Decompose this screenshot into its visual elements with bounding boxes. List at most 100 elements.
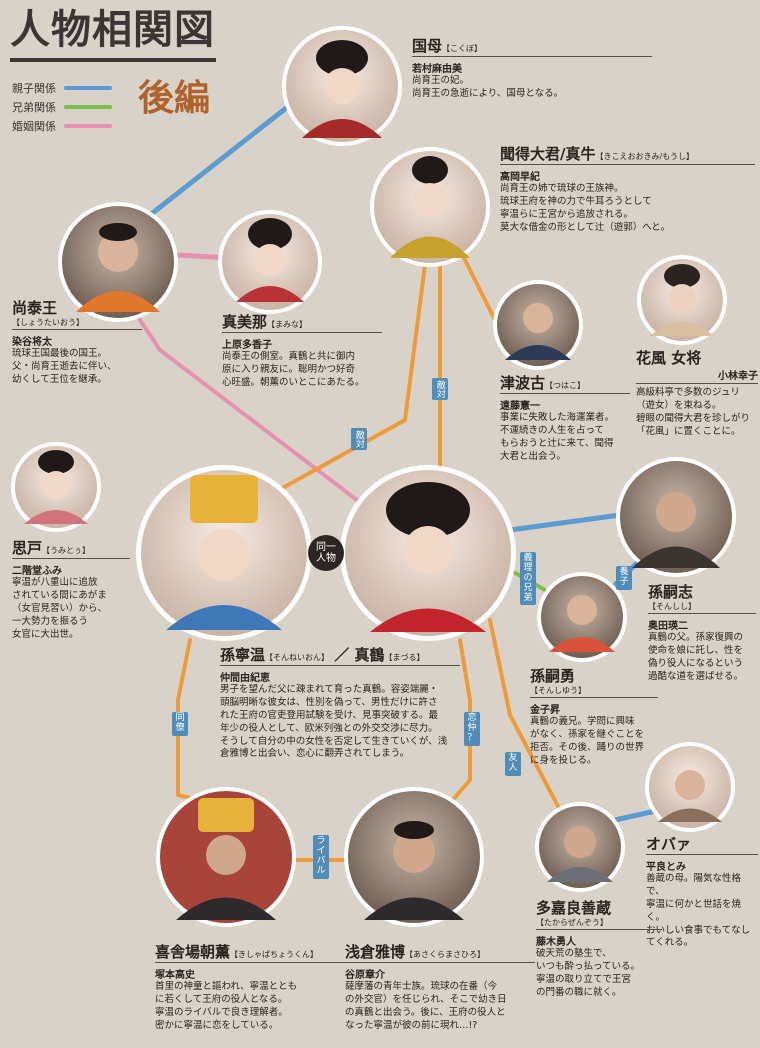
- portrait-kokubo: [282, 26, 402, 146]
- portrait-face-umito: [42, 471, 70, 499]
- portrait-hair-kokubo: [316, 40, 368, 76]
- legend-item-sibling: 兄弟関係: [12, 99, 112, 115]
- portrait-chokun: [156, 787, 296, 927]
- person-desc: 尚育王の姉で琉球の王族神。琉球王府を神の力で牛耳ろうとして寧温らに王宮から追放さ…: [500, 183, 671, 233]
- portrait-hat-chokun: [198, 798, 254, 832]
- line-shotai-mazuru: [138, 318, 372, 512]
- portrait-robe-zenzo: [547, 867, 613, 882]
- portrait-hair-hanakaze: [664, 264, 700, 288]
- person-actor: 上原多香子: [222, 340, 272, 352]
- person-kikoe: 聞得大君/真牛【きこえおおきみ/もうし】 高岡早紀 尚育王の姉で琉球の王族神。琉…: [500, 145, 755, 235]
- person-desc: 寧温が八重山に追放されている間にあがま（女官見習い）から、一大勢力を振るう女官に…: [12, 577, 108, 640]
- person-desc: 高級料亭で多数のジュリ（遊女）を束ねる。碧眼の聞得大君を珍しがり「花風」に置くこ…: [636, 387, 751, 437]
- person-kokubo: 国母【こくぼ】 若村麻由美 尚育王の妃。尚育王の急逝により、国母となる。: [412, 37, 652, 101]
- legend-label: 婚姻関係: [12, 120, 56, 133]
- relation-label-yashi: 養 子: [616, 566, 632, 590]
- relation-char: 友: [508, 753, 518, 763]
- relation-char: 仲: [467, 722, 477, 733]
- portrait-kikoe: [370, 147, 490, 267]
- person-tsuhako: 津波古【つはこ】 遠藤憲一 事業に失敗した海運業者。不運続きの人生を占ってもらお…: [500, 374, 630, 464]
- portrait-hanakaze: [637, 255, 727, 345]
- portrait-face-kikoe: [413, 183, 447, 217]
- person-actor: 小林幸子: [636, 367, 758, 385]
- portrait-face-shotai: [98, 232, 138, 272]
- relation-char: ラ: [316, 836, 326, 846]
- portrait-robe-hanakaze: [650, 322, 714, 336]
- same-person-badge: 同一人物: [308, 535, 344, 571]
- portrait-mamina: [218, 210, 322, 314]
- portrait-robe-umito: [24, 510, 88, 524]
- person-name: 真美那【まみな】: [222, 313, 382, 334]
- person-actor: 塚本高史: [155, 970, 195, 982]
- relation-char: ル: [316, 865, 326, 876]
- person-name: 国母【こくぼ】: [412, 37, 652, 58]
- portrait-robe-mamina: [236, 286, 304, 302]
- portrait-hair-umito: [38, 450, 74, 474]
- person-sonneion: 孫寧温【そんねいおん】 ／ 真鶴【まづる】 仲間由紀恵 男子を望んだ父に疎まれて…: [220, 646, 460, 761]
- person-name: 浅倉雅博【あさくらまさひろ】: [345, 943, 535, 964]
- relation-char: バ: [316, 855, 326, 866]
- portraits: [11, 26, 736, 927]
- portrait-face-zenzo: [564, 826, 596, 858]
- person-name: オバァ: [646, 835, 758, 856]
- person-name: 尚泰王: [12, 299, 58, 317]
- relation-label-teki1: 敵対: [432, 378, 448, 400]
- person-actor: 高岡早紀: [500, 172, 540, 184]
- badge-line: 人物: [316, 553, 336, 564]
- person-name: 思戸【うみとぅ】: [12, 539, 130, 560]
- person-shotai: 尚泰王 【しょうたいおう】 染谷将太 琉球王国最後の国王。父・尚育王逝去に伴い、…: [12, 299, 142, 387]
- portrait-sonneion: [136, 465, 312, 641]
- person-name: 多嘉良善蔵: [536, 899, 612, 917]
- portrait-robe-sonneion: [166, 605, 282, 630]
- person-actor: 遠藤憲一: [500, 401, 540, 413]
- legend-label: 親子関係: [12, 82, 56, 95]
- relation-char: 兄: [523, 582, 533, 593]
- relation-char: 人: [508, 762, 518, 773]
- relation-char: 同: [175, 713, 185, 723]
- person-actor: 平良とみ: [646, 862, 686, 874]
- person-mamina: 真美那【まみな】 上原多香子 尚泰王の側室。真鶴と共に御内原に入り親友に。聡明か…: [222, 313, 382, 390]
- portrait-robe-kikoe: [390, 236, 470, 258]
- person-desc: 破天荒の塾生で、いつも酔っ払っている。寧温の取り立てで王宮の門番の職に就く。: [536, 948, 641, 998]
- portrait-asakura: [344, 787, 484, 927]
- portrait-face-oba: [675, 770, 705, 800]
- person-name: 喜舎場朝薫【きしゃばちょうくん】: [155, 943, 345, 964]
- legend-item-marriage: 婚姻関係: [12, 118, 112, 134]
- person-reading: 【たからぜんぞう】: [536, 917, 662, 931]
- person-name: 孫寧温【そんねいおん】 ／ 真鶴【まづる】: [220, 646, 460, 667]
- person-actor: 金子昇: [530, 705, 560, 717]
- legend-item-parent: 親子関係: [12, 80, 112, 96]
- legend-label: 兄弟関係: [12, 101, 56, 114]
- badge-line: 同一: [316, 541, 336, 553]
- title-underline: [10, 58, 216, 62]
- portrait-robe-shotai: [76, 291, 160, 312]
- portrait-shotai: [58, 202, 178, 322]
- relation-char: 恋: [467, 713, 477, 723]
- relation-char: イ: [316, 845, 326, 856]
- line-mazuru-sonshishi: [507, 512, 623, 533]
- portrait-face-mazuru: [404, 526, 452, 574]
- portrait-robe-mazuru: [370, 608, 486, 632]
- line-kikoe-sonneion: [268, 263, 427, 497]
- relation-char: の: [523, 572, 533, 583]
- portrait-robe-tsuhako: [505, 345, 571, 360]
- person-reading: 【そんしゆう】: [530, 685, 658, 699]
- person-hanakaze: 花風 女将 小林幸子 高級料亭で多数のジュリ（遊女）を束ねる。碧眼の聞得大君を珍…: [636, 349, 758, 439]
- person-chokun: 喜舎場朝薫【きしゃばちょうくん】 塚本高史 首里の神童と謳われ、寧温とともに若く…: [155, 943, 345, 1033]
- portrait-face-hanakaze: [668, 284, 696, 312]
- relation-label-yujin: 友 人: [505, 752, 521, 776]
- relation-char: 子: [619, 576, 629, 587]
- relation-label-koigataki: 恋 仲 ？: [464, 712, 480, 746]
- relation-label-doryo: 同 僚: [172, 712, 188, 736]
- portrait-face-kokubo: [324, 68, 360, 104]
- portrait-face-chokun: [206, 835, 246, 875]
- relation-char: 僚: [175, 722, 185, 733]
- person-desc: 尚育王の妃。尚育王の急逝により、国母となる。: [412, 75, 564, 100]
- person-actor: 奥田瑛二: [648, 621, 688, 633]
- person-name: 孫嗣勇: [530, 667, 576, 685]
- person-name: 花風 女将: [636, 349, 702, 367]
- relation-text: 敵対: [434, 380, 445, 398]
- relation-char: 理: [523, 562, 533, 573]
- portrait-hair-mazuru: [386, 482, 470, 538]
- person-actor: 谷原章介: [345, 970, 385, 982]
